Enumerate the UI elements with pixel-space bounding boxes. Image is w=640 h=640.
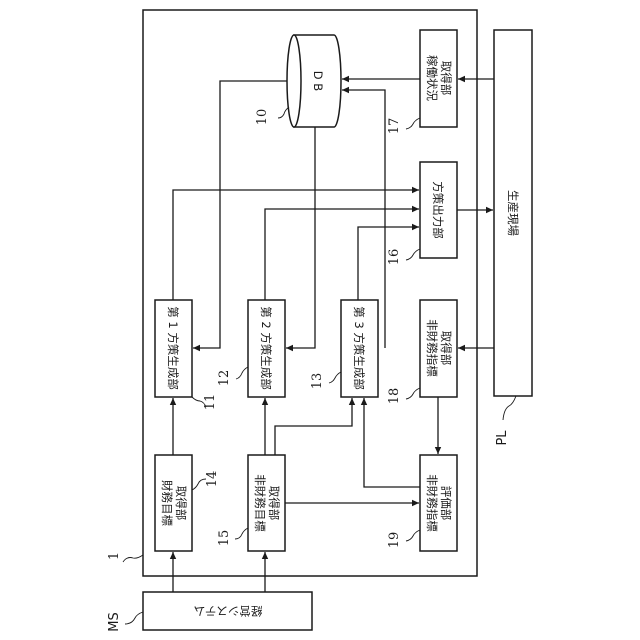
ref-financial-target: 14 xyxy=(205,471,220,488)
nonfinancial-index-label-2: 取得部 xyxy=(439,331,453,366)
leader-pl xyxy=(503,396,516,420)
policy-gen-3-label: 第 3 方策生成部 xyxy=(352,306,366,390)
ref-nonfinancial-index: 18 xyxy=(387,388,402,405)
nonfinancial-eval-label-1: 非財務指標 xyxy=(425,474,439,532)
ref-policy-output: 16 xyxy=(387,249,402,266)
financial-target-label-1: 財務目標 xyxy=(160,480,174,526)
ref-operation-status: 17 xyxy=(387,118,402,135)
management-system-label: 経営システム xyxy=(194,604,263,618)
ref-policy-gen-3: 13 xyxy=(310,373,325,390)
policy-output-label: 方策出力部 xyxy=(431,181,445,239)
ref-management-system: MS xyxy=(107,612,122,631)
ref-policy-gen-1: 11 xyxy=(203,394,218,411)
policy-gen-2-label: 第 2 方策生成部 xyxy=(259,306,273,390)
nonfinancial-eval-label-2: 評価部 xyxy=(439,486,453,521)
ref-database: 10 xyxy=(255,109,270,126)
nonfinancial-target-label-2: 取得部 xyxy=(267,486,281,521)
database-label: D B xyxy=(311,71,325,92)
ref-production-site: PL xyxy=(495,430,510,446)
leader-ms xyxy=(125,612,143,624)
policy-gen-1-label: 第 1 方策生成部 xyxy=(166,306,180,390)
leader-system xyxy=(123,555,143,562)
operation-status-label-2: 取得部 xyxy=(439,61,453,96)
ref-nonfinancial-eval: 19 xyxy=(387,532,402,549)
nonfinancial-index-label-1: 非財務指標 xyxy=(425,319,439,377)
production-site-label: 生産現場 xyxy=(506,190,520,236)
ref-nonfinancial-target: 15 xyxy=(217,530,232,547)
nonfinancial-target-label-1: 非財務目標 xyxy=(253,474,267,532)
operation-status-label-1: 稼働状況 xyxy=(425,55,439,101)
ref-system: 1 xyxy=(107,552,122,560)
financial-target-label-2: 取得部 xyxy=(174,486,188,521)
ref-policy-gen-2: 12 xyxy=(217,370,232,387)
